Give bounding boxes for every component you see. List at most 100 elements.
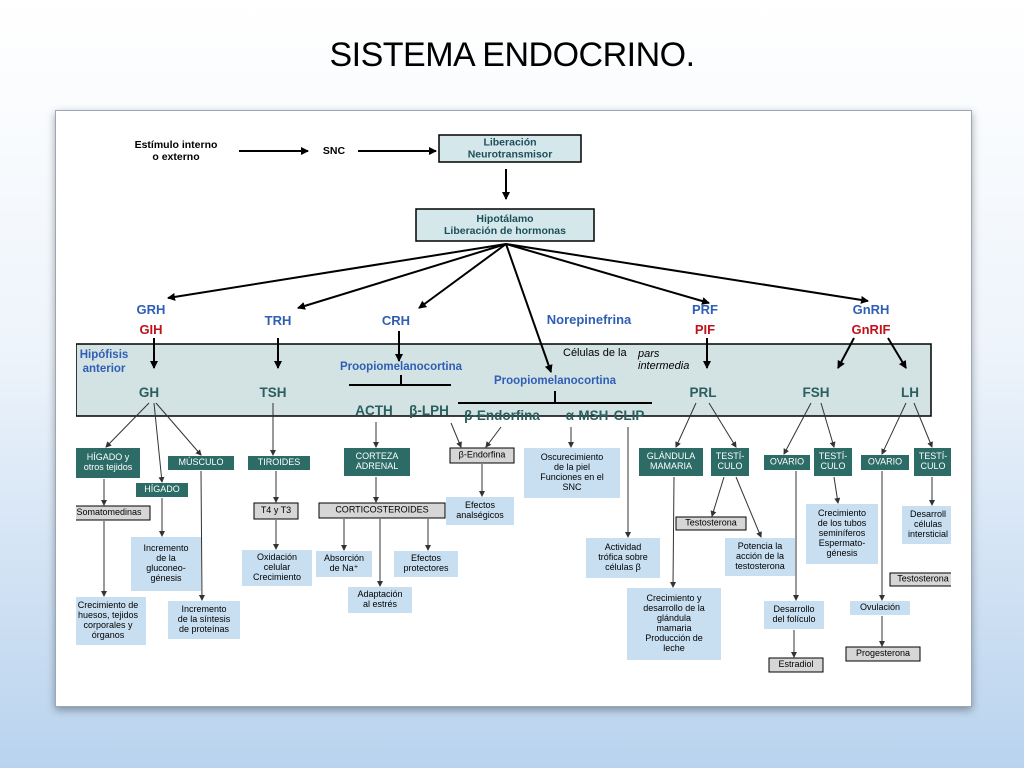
flow-arrow [783,402,812,455]
seminiferous-tubules-box [806,504,878,564]
ovary-1-box [764,455,810,470]
testis-1-box [711,448,749,476]
progesterone: Progesterona [856,648,910,658]
estradiol: Estradiol [778,659,813,669]
testis-2: TESTÍ-CULO [819,451,848,471]
corticosteroids: CORTICOSTEROIDES [335,505,428,515]
testosterone-2-box [889,572,951,587]
liver: HÍGADO [144,484,180,494]
flow-arrow [887,337,907,369]
tsh-label: TSH [260,385,287,400]
mammary-development-box [627,588,721,660]
flow-arrow [105,402,150,448]
blph-label: β-LPH [409,403,449,418]
body-growth-box [76,597,146,645]
flow-arrow [450,422,462,448]
ovary-1: OVARIO [770,457,804,467]
skin-darkening-box [524,448,620,498]
ovary-2: OVARIO [868,457,902,467]
lh-label: LH [901,385,919,400]
norepinephrine-label: Norepinefrina [547,312,632,327]
hypothalamus-box [415,208,595,242]
prl-label: PRL [690,385,717,400]
trophic-activity-box [586,538,660,578]
flow-arrow [735,476,762,538]
stress-adaptation-box [348,587,412,613]
flow-arrow [505,243,869,304]
bendo-target: β-Endorfina [459,450,506,460]
flow-arrow [833,476,841,504]
glucogenesis-box [131,537,201,591]
liver-tissues-box [76,448,140,478]
flow-arrow [155,402,202,456]
cells-label: Células de la [563,347,627,359]
flow-arrow [167,243,507,301]
ovulation-box [850,601,910,615]
flow-arrow [710,476,725,517]
flow-arrow [153,402,165,483]
flow-arrow [505,243,553,373]
gnrh-label: GnRH [853,302,890,317]
t4-t3: T4 y T3 [261,505,291,515]
flow-arrow [837,337,855,369]
amsh-label: α-MSH [566,408,609,423]
snc-label: SNC [323,145,346,157]
acth-label: ACTH [355,403,393,418]
crh-label: CRH [382,313,410,328]
flow-arrow [485,426,502,448]
protective-effects-box [394,551,458,577]
testosterone-1: Testosterona [685,518,737,528]
muscle-box [168,456,234,470]
slide-title: SISTEMA ENDOCRINO. [329,36,695,74]
sodium-absorption-box [316,551,372,577]
ovary-2-box [861,455,909,470]
corticosteroids-box [318,502,446,519]
gnrif-label: GnRIF [852,322,891,337]
muscle: MÚSCULO [178,457,223,467]
pomc2-label: Proopiomelanocortina [494,375,617,387]
analgesic-effects-box [446,497,514,525]
neurotransmitter-box [438,134,582,163]
prf-label: PRF [692,302,718,317]
flow-arrow [418,243,507,309]
trh-label: TRH [265,313,292,328]
testis-2-box [814,448,852,476]
gih-label: GIH [139,322,162,337]
bendo-target-box [449,447,515,464]
ovulation: Ovulación [860,602,900,612]
flow-arrow [198,470,205,601]
somatomedins: Somatomedinas [76,507,142,517]
flow-arrow [670,476,677,588]
flow-arrow [297,243,507,310]
estradiol-box [768,657,824,673]
liver-box [136,483,188,497]
thyroid: TIROIDES [258,457,301,467]
testis-3: TESTÍ-CULO [919,451,948,471]
flow-arrow [820,402,836,448]
testis-3-box [914,448,951,476]
gh-label: GH [139,385,159,400]
testis-1: TESTÍ-CULO [716,451,745,471]
flow-arrow [708,402,737,448]
